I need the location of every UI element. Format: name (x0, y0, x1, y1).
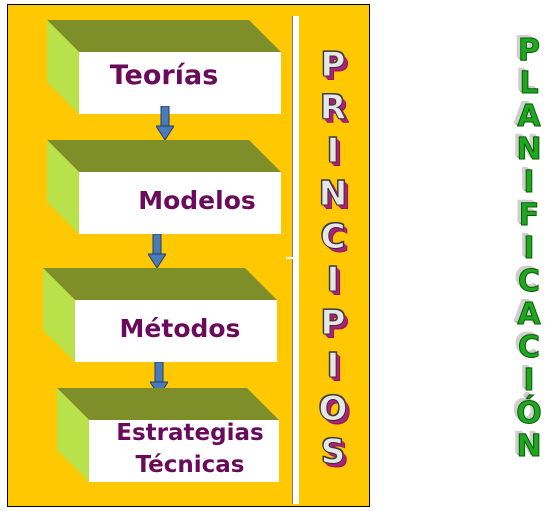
planificacion-letter: C (517, 264, 541, 299)
step-label-metodos: Métodos (119, 314, 241, 343)
planificacion-letter: A (517, 99, 541, 134)
principios-letter: I (326, 260, 340, 300)
arrow-down-icon (147, 233, 167, 274)
planificacion-letter: I (523, 363, 535, 398)
principios-letter: I (326, 131, 340, 171)
principios-letter: P (320, 303, 346, 343)
cube-shape (47, 20, 281, 114)
step-label-estrategias: Estrategias (116, 420, 264, 446)
planificacion-letter: A (517, 297, 541, 332)
step-box-metodos: Métodos (43, 268, 283, 368)
principios-letter: R (319, 88, 347, 128)
principios-letter: N (318, 174, 348, 214)
planificacion-letter: I (523, 231, 535, 266)
planificacion-letter: N (516, 429, 542, 464)
planificacion-letter: F (518, 198, 540, 233)
bracket-tick (286, 257, 294, 259)
planificacion-letter: L (519, 66, 539, 101)
step-box-modelos: Modelos (47, 140, 287, 240)
principios-letter: I (326, 346, 340, 386)
step-label-teorias: Teorías (109, 60, 219, 91)
cube-shape (47, 140, 281, 234)
principios-letter: O (318, 389, 348, 429)
step-box-estrategias: Estrategias Técnicas (57, 388, 297, 488)
arrow-down-icon (155, 105, 175, 146)
principios-letter: S (320, 432, 346, 472)
step-box-teorias: Teorías (47, 20, 287, 120)
planificacion-letter: P (518, 33, 541, 68)
planificacion-letter: N (516, 132, 542, 167)
cube-shape (43, 268, 277, 362)
planificacion-letter: Ó (516, 396, 543, 431)
principios-letter: C (320, 217, 346, 257)
step-label-tecnicas: Técnicas (135, 452, 245, 478)
planificacion-letter: I (523, 165, 535, 200)
bracket-line (292, 16, 299, 504)
principios-letter: P (320, 45, 346, 85)
cube-shape (57, 388, 279, 482)
step-label-modelos: Modelos (138, 186, 256, 215)
planificacion-letter: C (517, 330, 541, 365)
